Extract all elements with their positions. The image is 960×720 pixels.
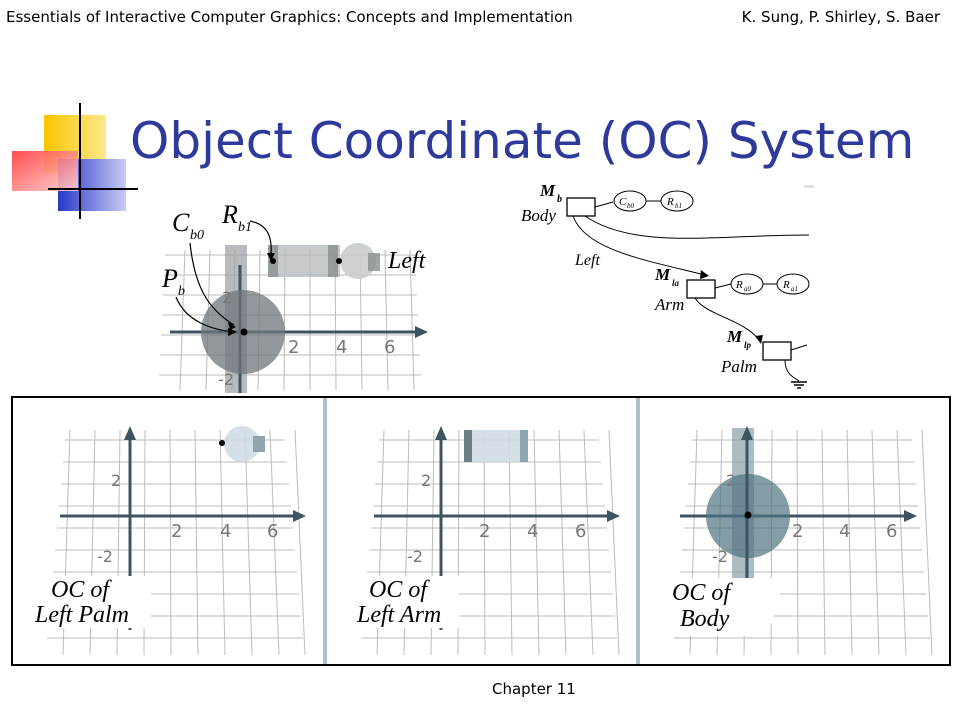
svg-text:-2: -2 [218, 370, 234, 389]
palm-circle [340, 243, 376, 279]
svg-text:Left Palm: Left Palm [34, 602, 129, 628]
svg-text:2: 2 [222, 288, 232, 307]
svg-text:M: M [539, 181, 556, 200]
svg-text:b1: b1 [675, 202, 682, 210]
panel-divider [636, 398, 640, 664]
svg-text:R: R [666, 196, 674, 208]
svg-text:C: C [619, 196, 627, 208]
svg-text:4: 4 [839, 521, 850, 542]
svg-text:a0: a0 [744, 285, 752, 293]
svg-text:P: P [161, 264, 178, 293]
red-square [12, 151, 78, 191]
panel-body: 2 4 6 2 -2 OC of Body [668, 426, 933, 656]
svg-text:b: b [178, 284, 185, 299]
svg-text:6: 6 [886, 521, 897, 542]
svg-text:-2: -2 [712, 547, 728, 566]
svg-text:2: 2 [171, 521, 182, 542]
svg-text:4: 4 [220, 521, 231, 542]
svg-text:-2: -2 [407, 547, 423, 566]
panel-left-palm: 2 4 6 2 -2 OC of Left Palm [33, 426, 306, 656]
svg-text:R: R [221, 200, 238, 229]
svg-text:2: 2 [421, 471, 431, 490]
svg-text:4: 4 [527, 521, 538, 542]
svg-text:OC of: OC of [672, 580, 733, 606]
svg-text:Left: Left [574, 252, 600, 269]
svg-text:a1: a1 [791, 285, 798, 293]
svg-text:OC of: OC of [369, 577, 430, 603]
svg-text:2: 2 [288, 337, 299, 358]
svg-text:M: M [654, 265, 671, 284]
svg-text:2: 2 [726, 471, 736, 490]
svg-text:4: 4 [336, 337, 347, 358]
svg-text:Body: Body [521, 206, 556, 225]
panel-left-arm: 2 4 6 2 -2 OC of Left Arm [349, 426, 620, 656]
mla-box [686, 279, 716, 299]
svg-text:Palm: Palm [720, 357, 757, 376]
chapter-footer: Chapter 11 [492, 680, 576, 698]
svg-text:Left: Left [387, 248, 427, 274]
scene-graph: M b Body C b0 R b1 Left M la Arm R a0 R … [521, 181, 814, 389]
svg-text:C: C [172, 208, 190, 237]
svg-text:b0: b0 [190, 228, 204, 243]
svg-text:2: 2 [111, 471, 121, 490]
svg-text:6: 6 [575, 521, 586, 542]
svg-text:2: 2 [792, 521, 803, 542]
svg-text:b0: b0 [627, 202, 635, 210]
svg-text:2: 2 [479, 521, 490, 542]
svg-text:b: b [557, 194, 562, 205]
svg-text:la: la [672, 278, 680, 288]
svg-text:R: R [782, 279, 790, 291]
mb-box [566, 197, 596, 217]
decorative-squares [12, 103, 138, 219]
svg-text:-2: -2 [97, 547, 113, 566]
svg-text:6: 6 [384, 337, 395, 358]
header-course-title: Essentials of Interactive Computer Graph… [6, 8, 573, 26]
svg-text:Left Arm: Left Arm [356, 602, 441, 628]
svg-text:OC of: OC of [51, 577, 112, 603]
panel-divider [323, 398, 327, 664]
body-arm-palm-diagram: 2 4 6 2 -2 C b0 R b1 P b Left [159, 200, 428, 393]
mlp-box [762, 341, 792, 361]
svg-text:6: 6 [267, 521, 278, 542]
header-authors: K. Sung, P. Shirley, S. Baer [741, 8, 940, 26]
svg-text:Body: Body [680, 606, 730, 632]
slide-title: Object Coordinate (OC) System [130, 112, 915, 170]
svg-text:M: M [726, 327, 743, 346]
svg-text:Arm: Arm [654, 295, 684, 314]
svg-text:b1: b1 [238, 220, 252, 235]
svg-text:lp: lp [744, 340, 752, 350]
svg-text:R: R [735, 279, 743, 291]
